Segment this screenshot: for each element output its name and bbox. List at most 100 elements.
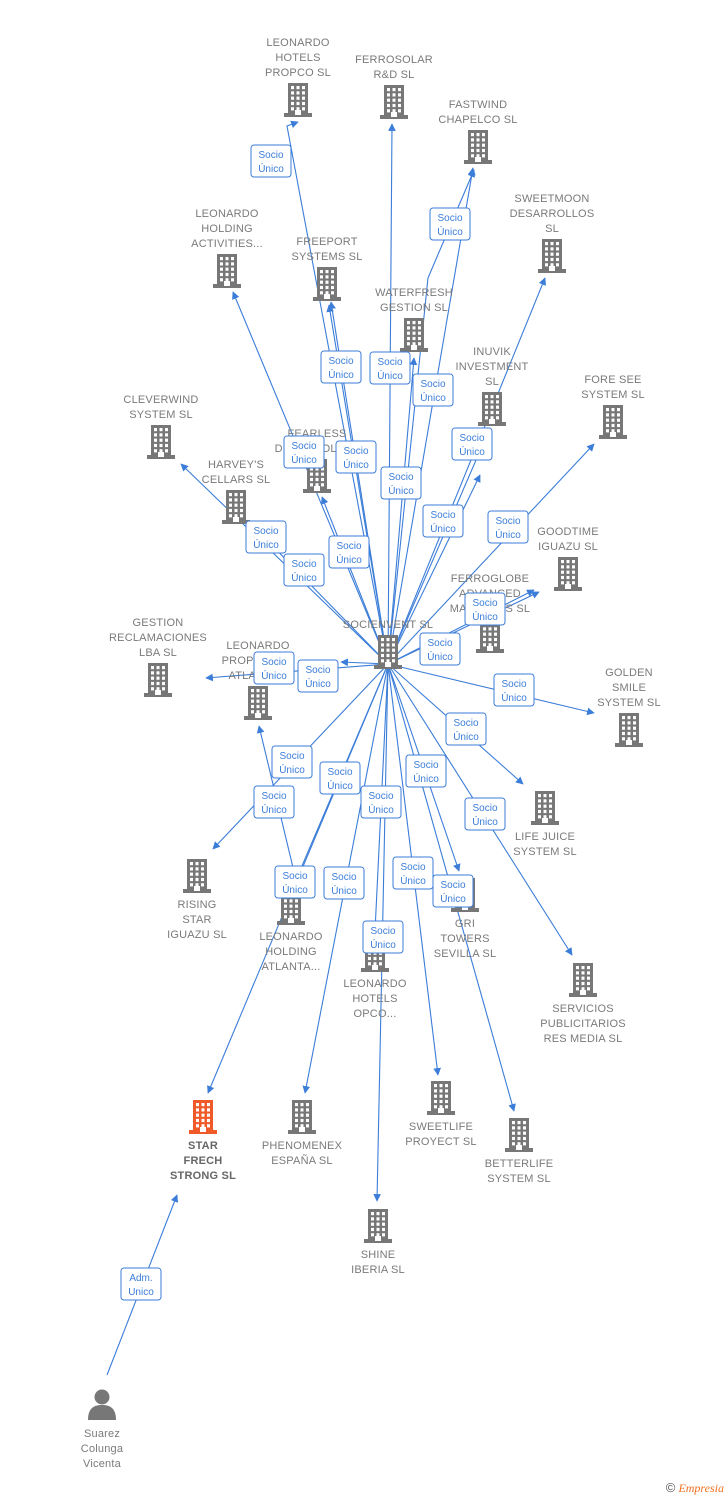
edge-label-box[interactable]: [493, 673, 535, 707]
node-label[interactable]: R&D SL: [374, 69, 415, 81]
node-label[interactable]: PHENOMENEX: [262, 1140, 343, 1152]
edge-label-box[interactable]: [422, 504, 464, 538]
edge-label-box[interactable]: [253, 785, 295, 819]
edge-label-box[interactable]: [319, 761, 361, 795]
node-label[interactable]: PROYECT SL: [405, 1136, 477, 1148]
node-label[interactable]: RES MEDIA SL: [544, 1033, 623, 1045]
building-icon[interactable]: [538, 239, 566, 273]
node-goodtime[interactable]: GOODTIME IGUAZU SL: [537, 526, 599, 591]
edge-label-box[interactable]: [429, 207, 471, 241]
node-label[interactable]: LEONARDO: [195, 208, 259, 220]
node-socienvent[interactable]: SOCIENVENT SL: [343, 619, 433, 669]
node-label[interactable]: WATERFRESH: [375, 287, 453, 299]
edge-label-box[interactable]: [362, 920, 404, 954]
node-label[interactable]: INUVIK: [473, 346, 511, 358]
node-label[interactable]: LBA SL: [139, 647, 177, 659]
building-icon[interactable]: [288, 1100, 316, 1134]
building-icon[interactable]: [380, 85, 408, 119]
building-icon[interactable]: [599, 405, 627, 439]
edge-label-box[interactable]: [464, 592, 506, 626]
edge-label-box[interactable]: [283, 435, 325, 469]
edge-label-box[interactable]: [253, 651, 295, 685]
edge-label-box[interactable]: [392, 856, 434, 890]
building-icon[interactable]: [464, 130, 492, 164]
node-label[interactable]: Colunga: [81, 1443, 124, 1455]
edge-label-box[interactable]: [297, 659, 339, 693]
person-icon[interactable]: [88, 1389, 116, 1421]
edge-label-box[interactable]: [271, 745, 313, 779]
node-label[interactable]: SYSTEMS SL: [291, 251, 362, 263]
edge-label-box[interactable]: [405, 754, 447, 788]
node-label[interactable]: SMILE: [612, 682, 646, 694]
building-icon[interactable]: [615, 713, 643, 747]
building-icon[interactable]: [400, 318, 428, 352]
building-icon[interactable]: [284, 83, 312, 117]
node-label[interactable]: STAR: [182, 914, 211, 926]
node-label[interactable]: FRECH: [184, 1155, 223, 1167]
building-icon[interactable]: [505, 1118, 533, 1152]
edge-label-box[interactable]: [380, 466, 422, 500]
building-icon[interactable]: [183, 859, 211, 893]
edge-label-box[interactable]: [250, 144, 292, 178]
node-label[interactable]: PROPCO SL: [265, 67, 331, 79]
edge-label-box[interactable]: [283, 553, 325, 587]
edge-label-box[interactable]: [320, 350, 362, 384]
edge-label-box[interactable]: [432, 874, 474, 908]
node-label[interactable]: SOCIENVENT SL: [343, 619, 433, 631]
edge-label-box[interactable]: [451, 427, 493, 461]
node-label[interactable]: STAR: [188, 1140, 218, 1152]
node-leonardo-holding-atlanta[interactable]: LEONARDOHOLDINGATLANTA...: [259, 891, 323, 973]
node-label[interactable]: SEVILLA SL: [434, 948, 497, 960]
node-label[interactable]: SERVICIOS: [552, 1003, 614, 1015]
building-icon[interactable]: [569, 963, 597, 997]
node-label[interactable]: GESTION SL: [380, 302, 448, 314]
node-label[interactable]: HOTELS: [275, 52, 320, 64]
edge-label-box[interactable]: [464, 797, 506, 831]
node-label[interactable]: IGUAZU SL: [538, 541, 598, 553]
building-icon[interactable]: [364, 1209, 392, 1243]
node-label[interactable]: SL: [545, 223, 559, 235]
building-icon[interactable]: [374, 635, 402, 669]
node-label[interactable]: IGUAZU SL: [167, 929, 227, 941]
node-leonardo-holding-activities[interactable]: LEONARDOHOLDINGACTIVITIES...: [191, 208, 263, 288]
building-icon[interactable]: [277, 891, 305, 925]
edge-label-box[interactable]: [335, 440, 377, 474]
node-label[interactable]: SYSTEM SL: [513, 846, 577, 858]
edge-label-box[interactable]: [328, 535, 370, 569]
node-label[interactable]: GOODTIME: [537, 526, 599, 538]
node-label[interactable]: HOLDING: [201, 223, 253, 235]
edge-label-box[interactable]: [245, 520, 287, 554]
edge-label-31[interactable]: Adm.Unico: [120, 1267, 162, 1301]
node-label[interactable]: LEONARDO: [259, 931, 323, 943]
node-label[interactable]: SYSTEM SL: [129, 409, 193, 421]
